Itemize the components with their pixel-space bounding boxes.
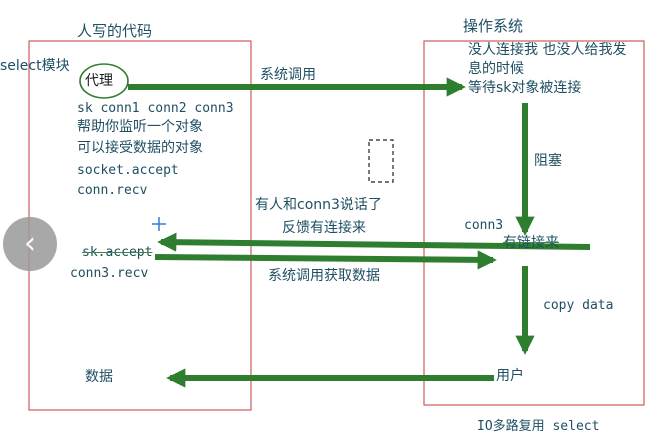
connected-label: 有链接来 [503, 235, 559, 251]
monitor-line: 帮助你监听一个对象 [77, 119, 203, 135]
syscall-label: 系统调用 [260, 67, 316, 83]
selection-marquee [368, 139, 394, 183]
footer-label: IO多路复用 select [477, 419, 600, 434]
conn3-recv-label: conn3.recv [70, 266, 149, 281]
fetch-arrow [154, 250, 497, 270]
sk-accept-label: sk.accept [82, 245, 153, 260]
copy-data-label: copy data [543, 298, 614, 313]
proxy-circle [79, 63, 129, 99]
data-label: 数据 [85, 369, 113, 385]
feedback-arrow [157, 232, 591, 252]
receive-line: 可以接受数据的对象 [77, 140, 203, 156]
proxy-label: 代理 [85, 73, 113, 89]
socket-accept-line: socket.accept [77, 163, 179, 178]
crosshair-cursor-icon [152, 217, 166, 231]
conn3-label: conn3 [464, 218, 504, 233]
os-status-line1: 没人连接我 也没人给我发 [468, 42, 627, 58]
syscall-fetch-label: 系统调用获取数据 [268, 268, 380, 284]
socket-list-line: sk conn1 conn2 conn3 [77, 101, 234, 116]
feedback-label-line1: 有人和conn3说话了 [255, 197, 382, 213]
os-status-line2: 息的时候 [468, 61, 524, 77]
blocked-label: 阻塞 [534, 153, 562, 169]
chevron-left-icon: ‹ [24, 226, 36, 261]
right-box-title: 操作系统 [463, 17, 524, 35]
feedback-label-line2: 反馈有连接来 [282, 220, 366, 236]
back-button[interactable]: ‹ [3, 217, 57, 271]
os-status-line3: 等待sk对象被连接 [468, 80, 582, 96]
left-box-frame [28, 40, 252, 411]
right-box-frame [423, 40, 645, 406]
conn-recv-line: conn.recv [77, 183, 148, 198]
user-label: 用户 [496, 368, 524, 384]
left-box-title: 人写的代码 [77, 22, 153, 40]
select-module-label: select模块 [0, 58, 70, 74]
